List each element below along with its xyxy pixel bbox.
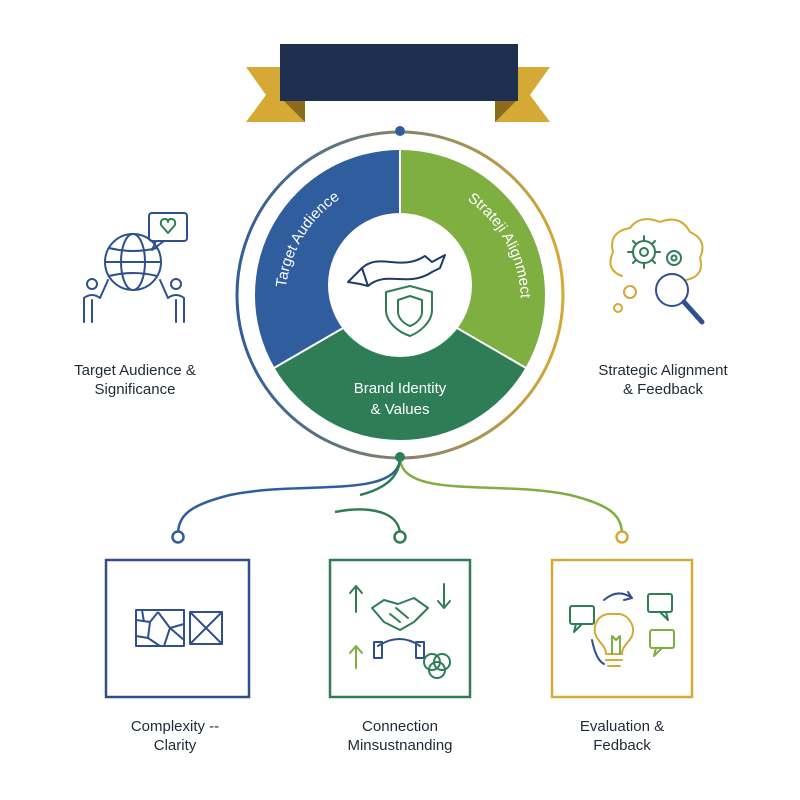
handshake-arrows-icon	[349, 583, 451, 679]
label-evaluation-feedback: Evaluation & Fedback	[527, 717, 717, 755]
gears-magnifier-icon	[609, 218, 705, 325]
label-connection: Connection Minsustnanding	[305, 717, 495, 755]
map-grid-icon	[135, 609, 223, 647]
label-line: Evaluation &	[579, 718, 665, 735]
box-connection	[328, 558, 472, 699]
ring-top-dot	[395, 126, 405, 136]
wheel: Target Audience Strateji Alignmect Brand…	[254, 150, 546, 441]
ribbon-shield-icon	[347, 254, 446, 337]
label-line: Fedback	[593, 737, 651, 754]
globe-people-heart-icon	[83, 212, 188, 323]
label-line: Strategic Alignment	[598, 362, 728, 379]
label-line: Connection	[362, 718, 438, 735]
segment-label-bottom-1: Brand Identity	[354, 380, 447, 397]
label-line: Target Audience &	[74, 362, 196, 379]
label-line: Significance	[94, 381, 176, 398]
label-strategic-alignment-feedback: Strategic Alignment & Feedback	[568, 361, 758, 399]
label-line: Minsustnanding	[347, 737, 453, 754]
segment-label-bottom-2: & Values	[371, 401, 430, 418]
title-banner	[246, 44, 550, 122]
box-complexity-clarity	[104, 558, 251, 699]
lightbulb-chat-icon	[569, 591, 675, 667]
label-complexity-clarity: Complexity -- Clarity	[80, 717, 270, 755]
wheel-hub	[328, 213, 472, 357]
box-evaluation	[550, 558, 694, 699]
label-target-audience-significance: Target Audience & Significance	[40, 361, 230, 399]
label-line: Complexity --	[130, 718, 220, 735]
connector-network	[171, 456, 629, 544]
label-line: & Feedback	[622, 381, 704, 398]
label-line: Clarity	[153, 737, 197, 754]
